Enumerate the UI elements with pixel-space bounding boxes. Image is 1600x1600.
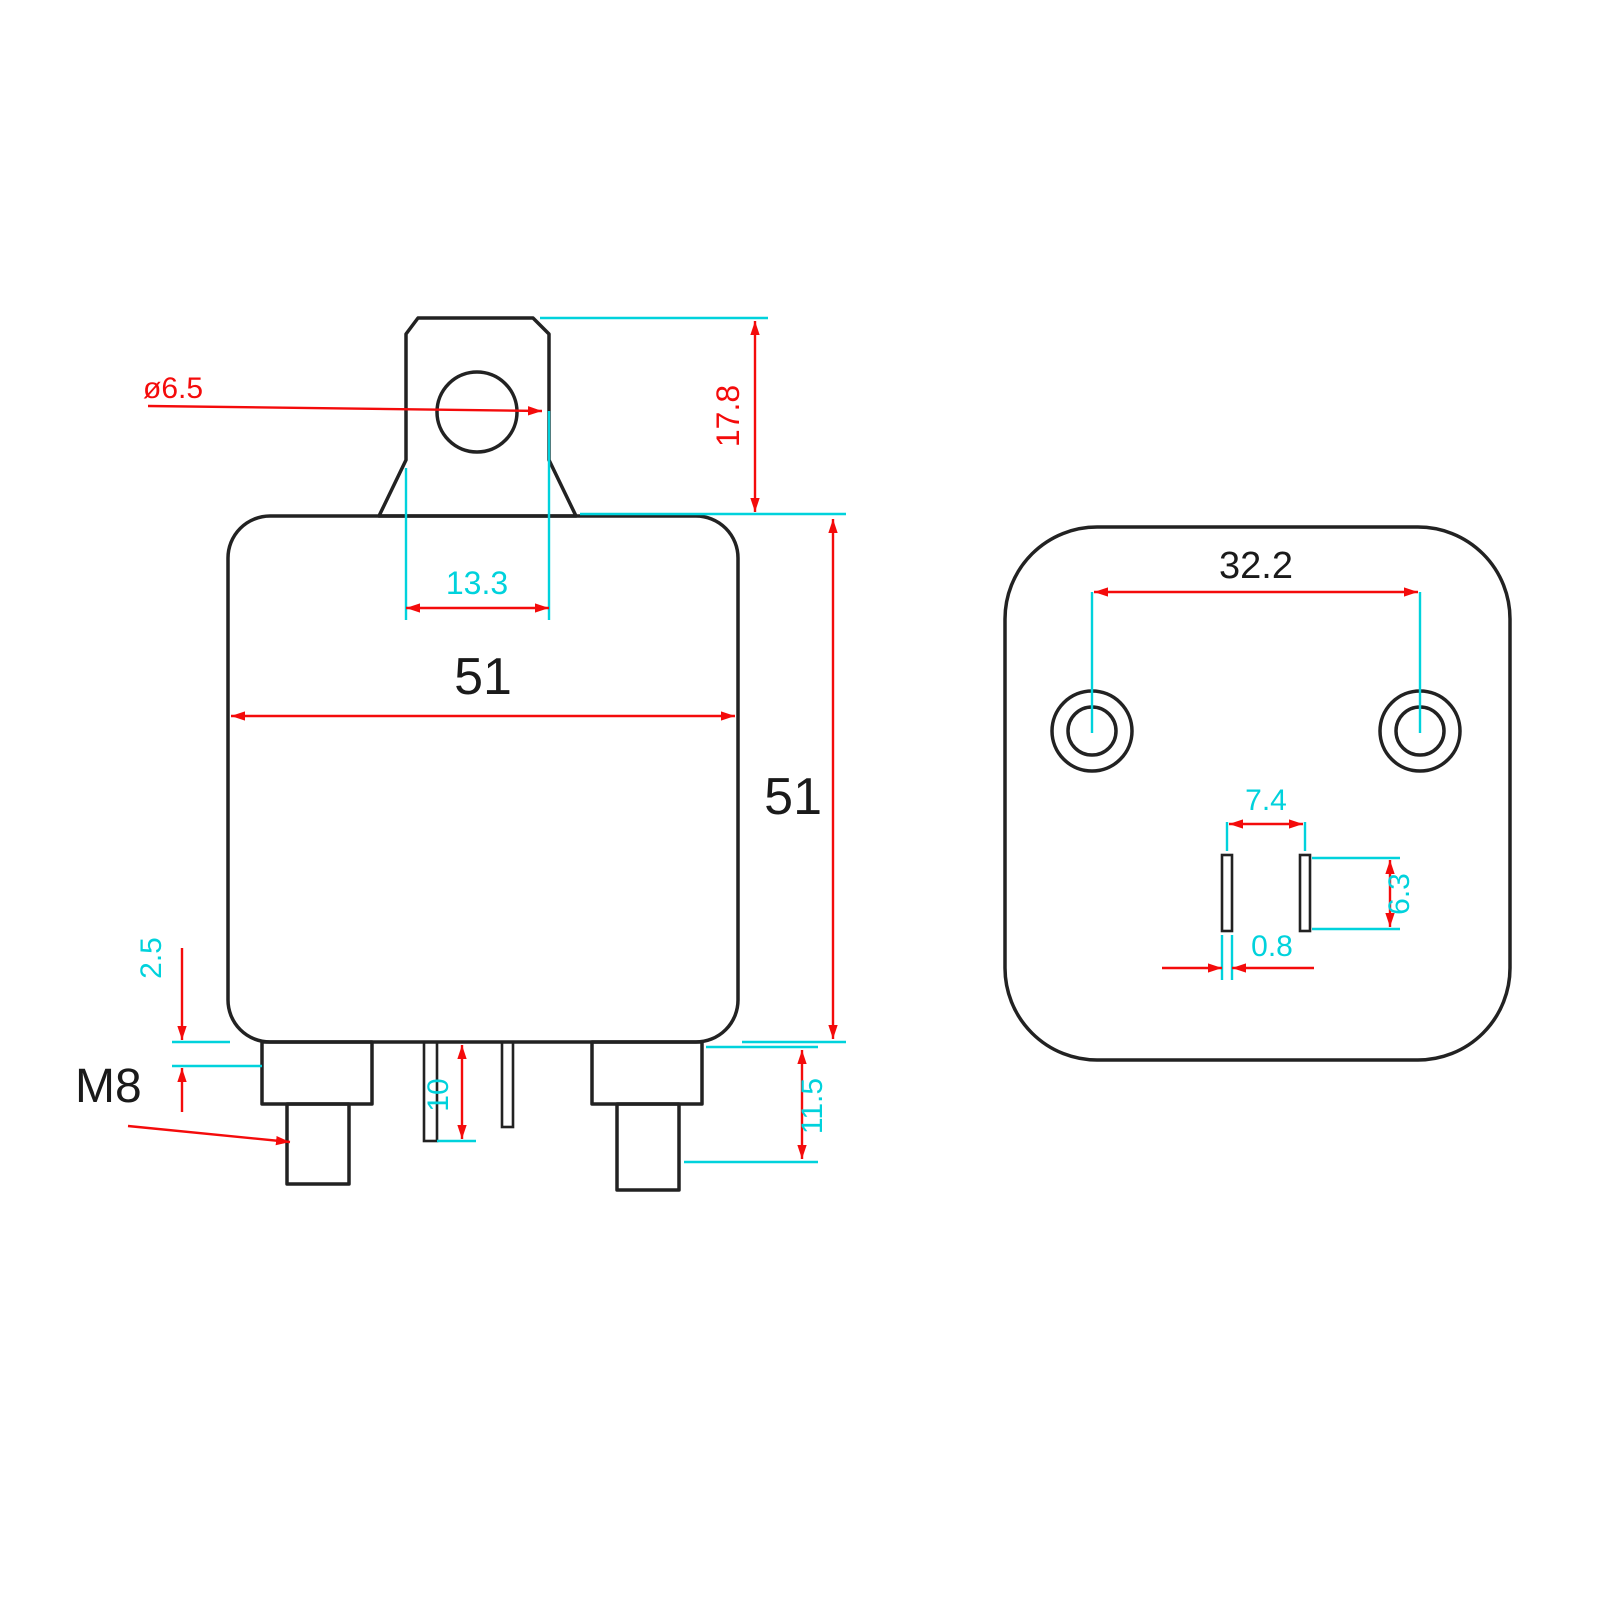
front-view: ø6.5 17.8 13.3 51 51 2.5 M8 10: [75, 316, 846, 1192]
label-body-height: 51: [764, 768, 822, 826]
dim-leader-hole-diameter: [147, 404, 543, 416]
label-pin-height: 6.3: [1383, 873, 1416, 915]
label-hole-diameter: ø6.5: [143, 372, 203, 405]
leader-stud-thread: [127, 1124, 291, 1146]
bottom-view: 32.2 7.4 6.3 0.8: [1003, 525, 1512, 1062]
tab-hole: [435, 370, 519, 454]
label-hole-spacing: 32.2: [1219, 545, 1293, 587]
label-body-width: 51: [454, 648, 512, 706]
coil-pin-right: [500, 1040, 515, 1129]
label-tab-width: 13.3: [446, 565, 508, 601]
label-pin-spacing: 7.4: [1245, 784, 1287, 817]
label-tab-height: 17.8: [710, 385, 746, 447]
relay-body-outline: [226, 514, 740, 1044]
label-stud-thread: M8: [75, 1060, 142, 1113]
pin-slot-left: [1220, 853, 1234, 933]
bottom-view-outline: [1003, 525, 1512, 1062]
right-terminal-stud: [615, 1102, 681, 1192]
coil-pin-left: [422, 1040, 439, 1143]
label-pin-length: 10: [422, 1078, 455, 1111]
label-base-offset: 2.5: [135, 937, 168, 979]
label-stud-length: 11.5: [796, 1078, 829, 1134]
label-pin-width: 0.8: [1251, 930, 1293, 963]
pin-slot-right: [1298, 853, 1312, 933]
